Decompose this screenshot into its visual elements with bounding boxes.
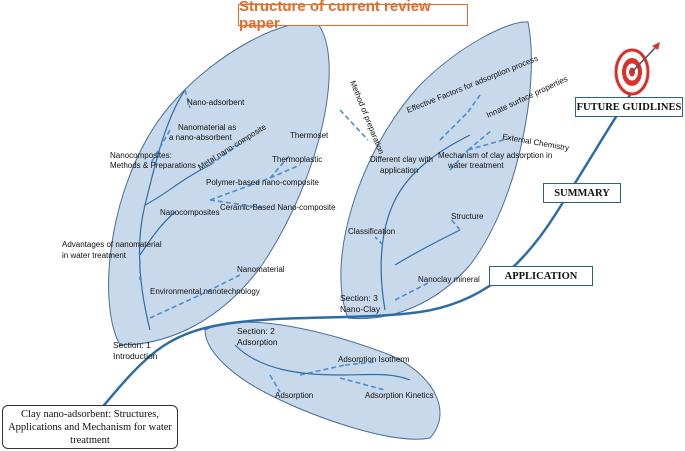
node-thermoplastic: Thermoplastic	[272, 155, 322, 164]
node-adsorption-isotherm: Adsorption Isotherm	[338, 355, 410, 364]
node-different-clay-line2: application	[380, 166, 418, 175]
section3-label-line2: Nano-Clay	[340, 304, 381, 314]
node-nanomaterial-as-line2: a nano-absorbent	[169, 133, 232, 142]
section2-dashed-links	[269, 361, 386, 393]
node-structure: Structure	[451, 212, 484, 221]
stage-application: APPLICATION	[489, 266, 593, 286]
root-topic-line1: Clay nano-adsorbent: Structures,	[21, 408, 159, 420]
leaf-adsorption	[204, 321, 441, 440]
section2-veins	[234, 344, 411, 381]
node-method-of-preparation: Method of preparation	[348, 79, 386, 155]
diagram-title-box: Structure of current review paper	[238, 0, 468, 32]
stage-summary-label: SUMMARY	[554, 187, 610, 199]
node-nano-adsorbent: Nano-adsorbent	[187, 98, 245, 107]
node-nanomaterial-as-line1: Nanomaterial as	[178, 123, 236, 132]
section1-label-line1: Section: 1	[113, 340, 151, 350]
root-topic-line2: Applications and Mechanism for water	[8, 421, 172, 433]
node-nanoclay-mineral: Nanoclay mineral	[418, 275, 480, 284]
node-mechanism-line2: water treatment	[447, 161, 504, 170]
node-ceramic-nano-composite: Ceramic-Based Nano-composite	[220, 203, 336, 212]
section1-label-line2: Introduction	[113, 351, 158, 361]
node-nanocomposites-methods-line2: Methods & Preparations	[110, 161, 196, 170]
node-advantages-line2: in water treatment	[62, 251, 127, 260]
node-nanocomposites: Nanocomposites	[160, 208, 220, 217]
section2-label-line2: Adsorption	[237, 337, 278, 347]
stage-application-label: APPLICATION	[504, 270, 578, 282]
target-icon	[614, 42, 660, 96]
section1-dashed-links	[139, 89, 301, 319]
node-environmental-nanotechnology: Environmental nanotechnology	[150, 287, 260, 296]
diagram-title: Structure of current review paper	[239, 0, 431, 32]
node-different-clay-line1: Different clay with	[370, 155, 433, 164]
node-polymer-nano-composite: Polymer-based nano-composite	[206, 178, 319, 187]
stage-future-guidelines-label: FUTURE GUIDLINES	[576, 101, 682, 113]
node-advantages-line1: Advantages of nanomaterial	[62, 240, 162, 249]
section3-label-line1: Section: 3	[340, 293, 378, 303]
node-classification: Classification	[348, 227, 395, 236]
stage-summary: SUMMARY	[543, 183, 621, 203]
node-nanomaterial: Nanomaterial	[237, 265, 285, 274]
node-mechanism-line1: Mechanism of clay adsorption in	[438, 151, 552, 160]
section1-veins	[138, 89, 211, 331]
node-adsorption: Adsorption	[275, 391, 313, 400]
leaf-nano-clay	[340, 21, 532, 320]
stage-future-guidelines: FUTURE GUIDLINES	[575, 97, 683, 117]
section3-dashed-links	[339, 94, 511, 301]
section2-label-line1: Section: 2	[237, 326, 275, 336]
root-topic-box: Clay nano-adsorbent: Structures, Applica…	[2, 405, 178, 449]
section3-veins	[380, 134, 471, 311]
main-branch	[99, 94, 632, 411]
root-topic-line3: treatment	[70, 434, 110, 446]
node-adsorption-kinetics: Adsorption Kinetics	[365, 391, 433, 400]
node-nanocomposites-methods-line1: Nanocomposites:	[110, 151, 172, 160]
node-thermoset: Thermoset	[290, 131, 329, 140]
